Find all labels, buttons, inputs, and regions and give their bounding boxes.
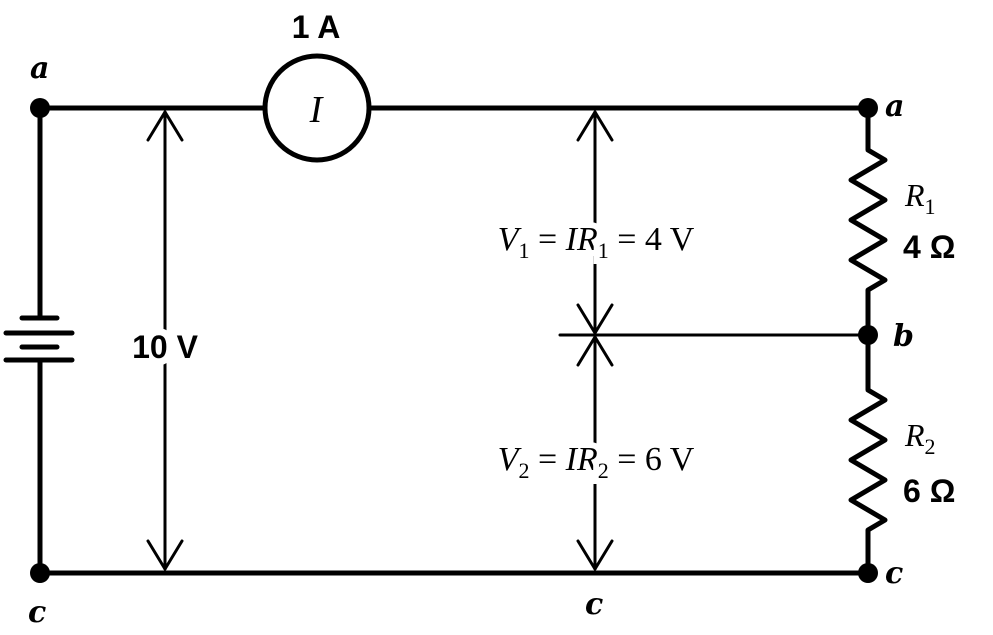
v1-equation: V1 = IR1 = 4 V xyxy=(498,221,695,263)
node-dot-a-right xyxy=(858,98,878,118)
r2-label: R2 xyxy=(904,417,936,459)
node-dot-c-left xyxy=(30,563,50,583)
node-dot-b xyxy=(858,325,878,345)
r2-value: 6 Ω xyxy=(903,473,955,509)
arrow-v2 xyxy=(576,335,614,571)
node-label-c-mid: c xyxy=(585,587,603,622)
resistor-r1 xyxy=(848,105,888,338)
arrow-10v xyxy=(146,110,184,571)
r1-value: 4 Ω xyxy=(903,229,955,265)
battery-icon xyxy=(3,315,75,363)
r1-label: R1 xyxy=(904,177,936,219)
node-label-c-left: c xyxy=(28,595,46,630)
node-dot-a-left xyxy=(30,98,50,118)
node-dot-c-right xyxy=(858,563,878,583)
v2-equation: V2 = IR2 = 6 V xyxy=(498,441,695,483)
node-label-a-right: a xyxy=(885,89,904,124)
ammeter-symbol: I xyxy=(309,89,325,131)
ammeter-current-label: 1 A xyxy=(292,9,341,45)
node-label-c-right: c xyxy=(885,556,903,591)
ammeter-icon xyxy=(262,53,372,163)
node-label-b: b xyxy=(893,319,914,354)
arrow-v1 xyxy=(576,110,614,335)
node-label-a-left: a xyxy=(30,51,49,86)
resistor-r2 xyxy=(848,332,888,576)
source-voltage-label: 10 V xyxy=(132,329,198,365)
